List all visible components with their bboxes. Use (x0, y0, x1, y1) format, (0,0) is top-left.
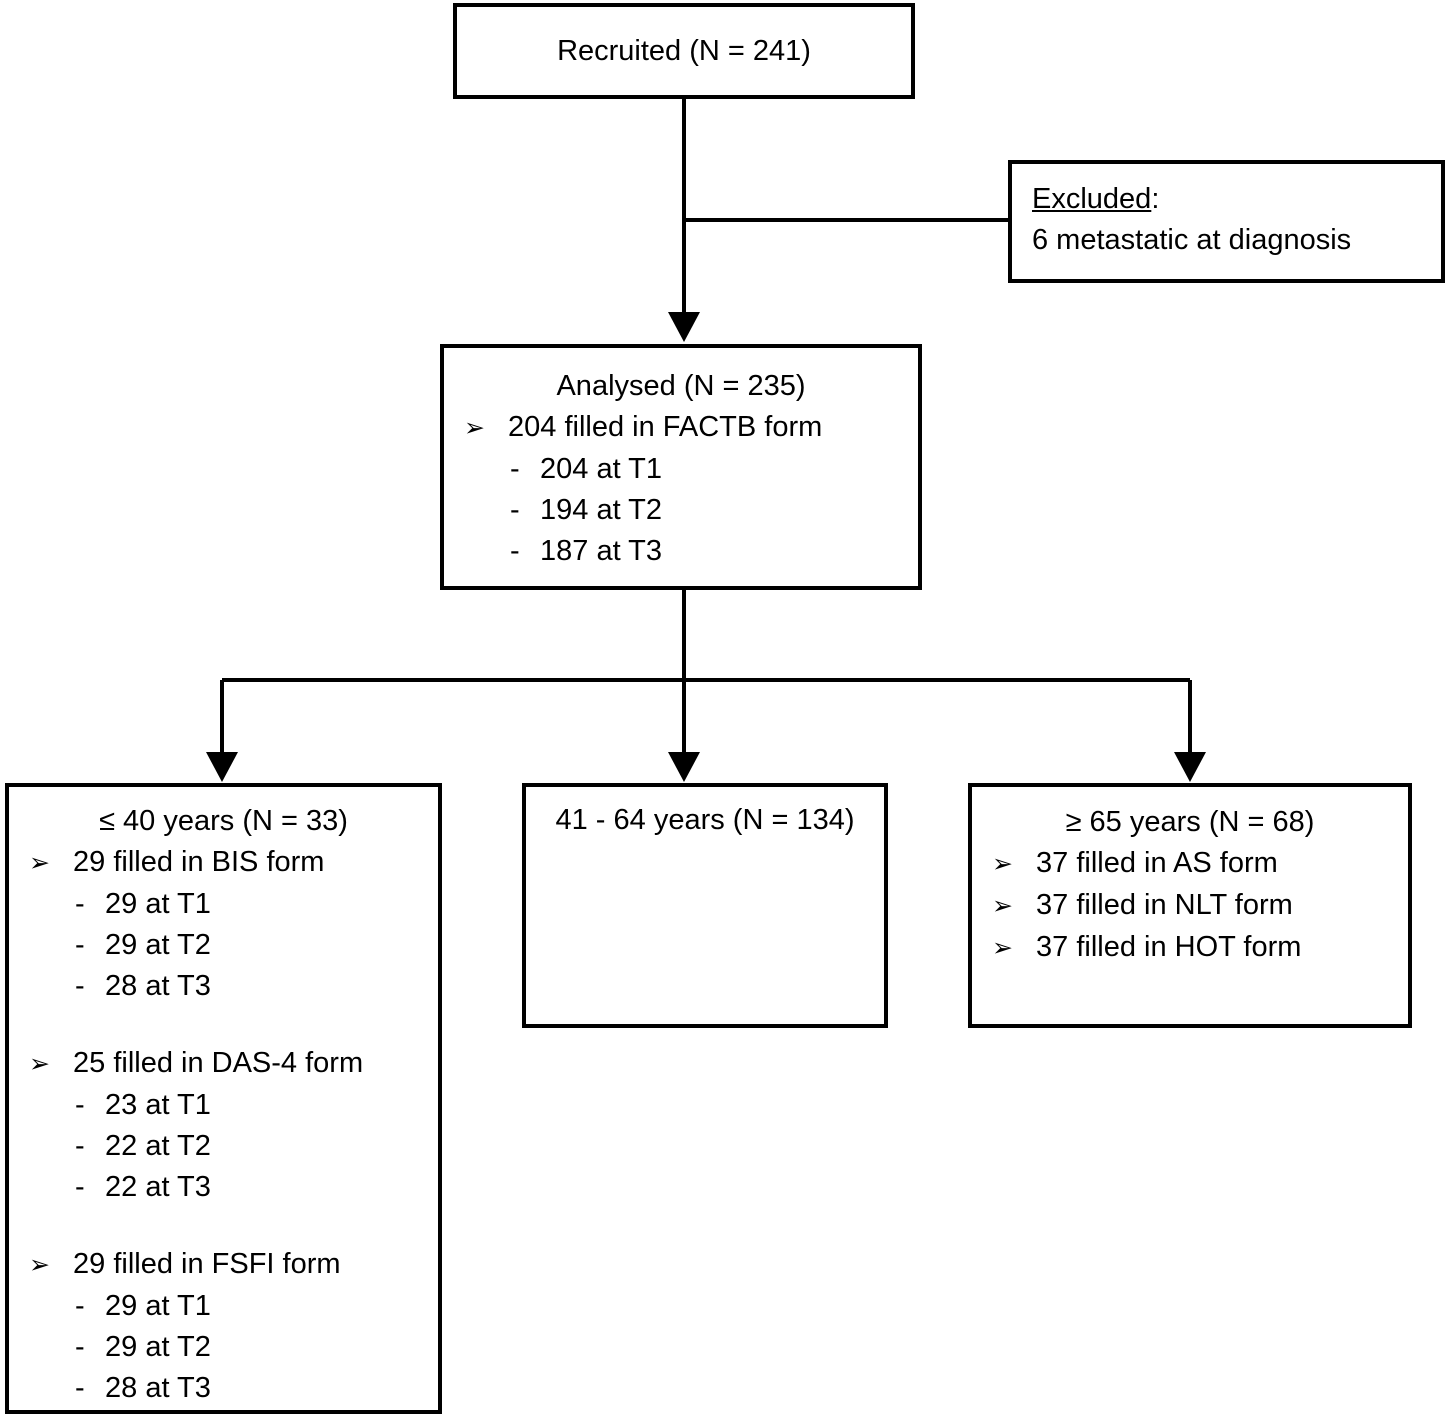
recruited-title: Recruited (N = 241) (557, 34, 811, 67)
excluded-heading-colon: : (1151, 183, 1160, 215)
list-subitem: - 28 at T3 (9, 1368, 438, 1409)
list-item-text: 25 filled in DAS-4 form (73, 1047, 364, 1079)
box-analysed: Analysed (N = 235) ➢ 204 filled in FACTB… (440, 344, 922, 590)
box-excluded: Excluded: 6 metastatic at diagnosis (1008, 160, 1445, 283)
analysed-title: Analysed (N = 235) (556, 370, 806, 402)
list-subitem-text: 29 at T2 (105, 929, 211, 961)
box-recruited: Recruited (N = 241) (453, 3, 915, 99)
list-subitem: - 29 at T2 (9, 1327, 438, 1368)
list-item: ➢ 25 filled in DAS-4 form (9, 1043, 438, 1085)
dash-bullet-icon: - (510, 494, 520, 526)
dash-bullet-icon: - (75, 1372, 85, 1404)
list-item: ➢ 37 filled in HOT form (972, 927, 1408, 969)
arrowhead-middle (668, 752, 700, 782)
dash-bullet-icon: - (75, 1290, 85, 1322)
list-subitem-text: 194 at T2 (540, 494, 663, 526)
list-subitem-text: 22 at T3 (105, 1171, 211, 1203)
list-item: ➢ 29 filled in FSFI form (9, 1244, 438, 1286)
dash-bullet-icon: - (75, 970, 85, 1002)
excluded-detail: 6 metastatic at diagnosis (1032, 224, 1352, 256)
list-subitem-text: 29 at T1 (105, 1290, 211, 1322)
list-subitem: - 204 at T1 (444, 449, 918, 490)
arrowhead-left (206, 752, 238, 782)
arrow-bullet-icon: ➢ (29, 849, 50, 877)
list-subitem-text: 28 at T3 (105, 1372, 211, 1404)
dash-bullet-icon: - (75, 888, 85, 920)
arrowhead-analysed (668, 312, 700, 342)
arrow-bullet-icon: ➢ (992, 934, 1013, 962)
dash-bullet-icon: - (75, 1089, 85, 1121)
list-subitem: - 29 at T2 (9, 925, 438, 966)
arrow-bullet-icon: ➢ (29, 1251, 50, 1279)
list-subitem-text: 23 at T1 (105, 1089, 211, 1121)
list-subitem: - 187 at T3 (444, 531, 918, 572)
list-item: ➢ 37 filled in AS form (972, 843, 1408, 885)
list-subitem: - 28 at T3 (9, 966, 438, 1007)
list-item: ➢ 37 filled in NLT form (972, 885, 1408, 927)
list-item-text: 29 filled in FSFI form (73, 1248, 341, 1280)
spacer (9, 1208, 438, 1244)
spacer (9, 1007, 438, 1043)
box-age-41-64: 41 - 64 years (N = 134) (522, 783, 888, 1028)
dash-bullet-icon: - (75, 1130, 85, 1162)
arrowhead-right (1174, 752, 1206, 782)
list-item: ➢ 29 filled in BIS form (9, 842, 438, 884)
list-subitem-text: 29 at T1 (105, 888, 211, 920)
box-age-under-40: ≤ 40 years (N = 33) ➢ 29 filled in BIS f… (5, 783, 442, 1414)
list-subitem: - 23 at T1 (9, 1085, 438, 1126)
list-item-text: 204 filled in FACTB form (508, 411, 823, 443)
list-item-text: 37 filled in AS form (1036, 847, 1278, 879)
dash-bullet-icon: - (75, 929, 85, 961)
list-subitem-text: 29 at T2 (105, 1331, 211, 1363)
age-41-64-title: 41 - 64 years (N = 134) (555, 804, 855, 836)
excluded-heading: Excluded: (1032, 179, 1441, 220)
dash-bullet-icon: - (75, 1171, 85, 1203)
arrow-bullet-icon: ➢ (464, 414, 485, 442)
excluded-heading-text: Excluded (1032, 183, 1152, 215)
list-subitem-text: 187 at T3 (540, 535, 663, 567)
age-under-40-title: ≤ 40 years (N = 33) (99, 805, 348, 837)
box-age-over-65: ≥ 65 years (N = 68) ➢ 37 filled in AS fo… (968, 783, 1412, 1028)
arrow-bullet-icon: ➢ (992, 850, 1013, 878)
list-subitem-text: 28 at T3 (105, 970, 211, 1002)
dash-bullet-icon: - (510, 453, 520, 485)
list-subitem: - 29 at T1 (9, 884, 438, 925)
arrow-bullet-icon: ➢ (29, 1050, 50, 1078)
list-item-text: 29 filled in BIS form (73, 846, 325, 878)
arrow-bullet-icon: ➢ (992, 892, 1013, 920)
list-item: ➢ 204 filled in FACTB form (444, 407, 918, 449)
list-subitem-text: 22 at T2 (105, 1130, 211, 1162)
age-over-65-title: ≥ 65 years (N = 68) (1065, 806, 1315, 838)
list-subitem: - 22 at T2 (9, 1126, 438, 1167)
dash-bullet-icon: - (75, 1331, 85, 1363)
list-subitem-text: 204 at T1 (540, 453, 663, 485)
list-item-text: 37 filled in NLT form (1036, 889, 1293, 921)
list-subitem: - 194 at T2 (444, 490, 918, 531)
list-subitem: - 29 at T1 (9, 1286, 438, 1327)
list-item-text: 37 filled in HOT form (1036, 931, 1302, 963)
list-subitem: - 22 at T3 (9, 1167, 438, 1208)
dash-bullet-icon: - (510, 535, 520, 567)
